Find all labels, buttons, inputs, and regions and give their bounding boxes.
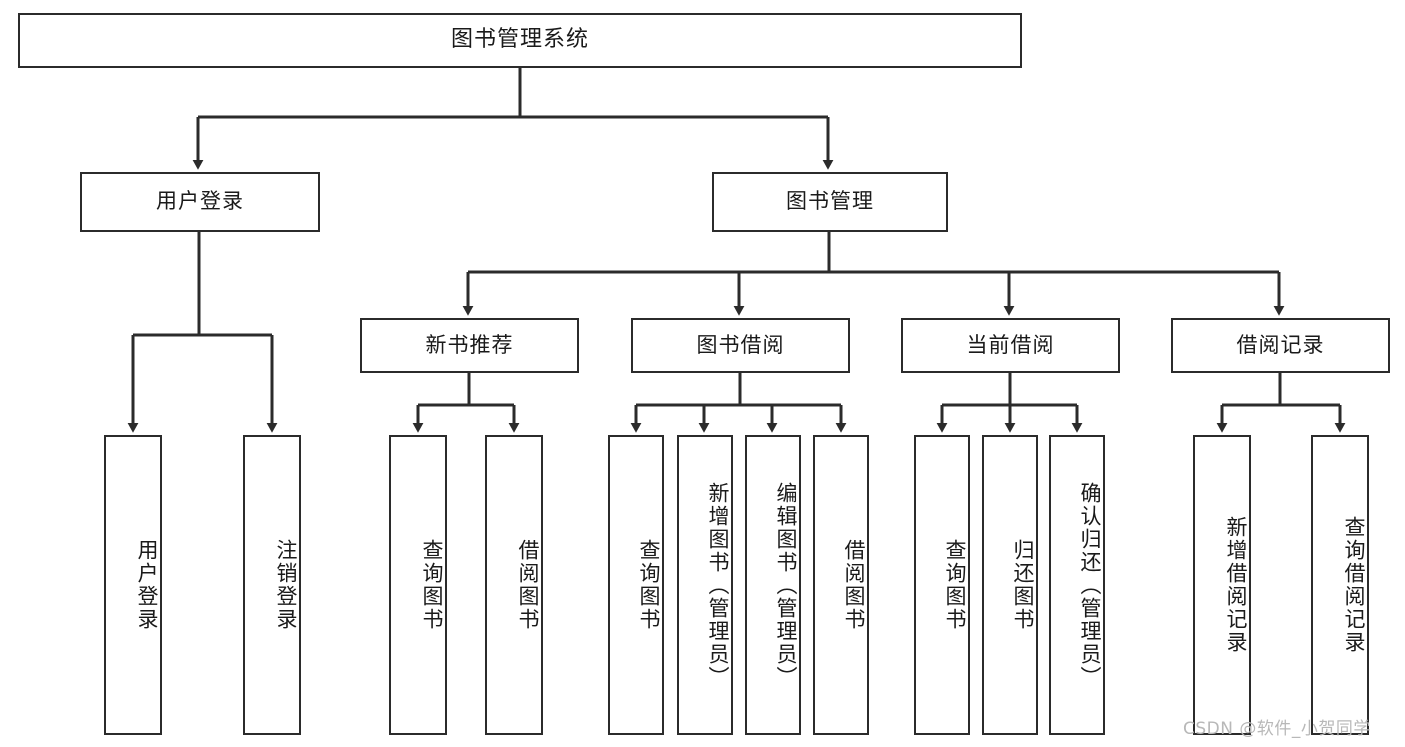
csdn-watermark: CSDN @软件_小贺同学	[1183, 719, 1371, 739]
node-label: 借阅图书	[842, 539, 866, 631]
node-label: 查询图书	[943, 539, 967, 631]
leaf-user-login[interactable]: 用户登录	[104, 435, 162, 735]
node-label: 用户登录	[156, 189, 244, 214]
leaf-add-book-admin[interactable]: 新增图书（管理员）	[677, 435, 733, 735]
node-label: 图书管理	[786, 189, 874, 214]
node-label: 图书管理系统	[450, 27, 589, 53]
node-label: 当前借阅	[966, 332, 1055, 357]
leaf-query-borrow-record[interactable]: 查询借阅记录	[1311, 435, 1369, 735]
leaf-borrow-book[interactable]: 借阅图书	[813, 435, 869, 735]
node-label: 查询借阅记录	[1342, 516, 1366, 654]
node-label: 编辑图书（管理员）	[774, 481, 798, 689]
leaf-return-book[interactable]: 归还图书	[982, 435, 1038, 735]
node-label: 注销登录	[274, 539, 298, 631]
node-label: 用户登录	[135, 539, 159, 631]
leaf-query-book-recommend[interactable]: 查询图书	[389, 435, 447, 735]
leaf-borrow-book-recommend[interactable]: 借阅图书	[485, 435, 543, 735]
node-label: 借阅图书	[516, 539, 540, 631]
leaf-confirm-return-admin[interactable]: 确认归还（管理员）	[1049, 435, 1105, 735]
node-book-borrow[interactable]: 图书借阅	[631, 318, 850, 373]
leaf-query-book-current[interactable]: 查询图书	[914, 435, 970, 735]
node-label: 查询图书	[420, 539, 444, 631]
leaf-add-borrow-record[interactable]: 新增借阅记录	[1193, 435, 1251, 735]
node-borrow-record[interactable]: 借阅记录	[1171, 318, 1390, 373]
node-label: 借阅记录	[1236, 332, 1325, 357]
node-label: 图书借阅	[696, 332, 785, 357]
leaf-logout-login[interactable]: 注销登录	[243, 435, 301, 735]
node-label: 归还图书	[1011, 539, 1035, 631]
node-user-login[interactable]: 用户登录	[80, 172, 320, 232]
node-label: 确认归还（管理员）	[1078, 481, 1102, 689]
node-book-manage[interactable]: 图书管理	[712, 172, 948, 232]
leaf-query-book-borrow[interactable]: 查询图书	[608, 435, 664, 735]
node-label: 新增图书（管理员）	[706, 481, 730, 689]
node-label: 新增借阅记录	[1224, 516, 1248, 654]
node-label: 新书推荐	[425, 332, 514, 357]
leaf-edit-book-admin[interactable]: 编辑图书（管理员）	[745, 435, 801, 735]
node-label: 查询图书	[637, 539, 661, 631]
node-current-borrow[interactable]: 当前借阅	[901, 318, 1120, 373]
node-root-book-management-system[interactable]: 图书管理系统	[18, 13, 1022, 68]
node-new-book-recommend[interactable]: 新书推荐	[360, 318, 579, 373]
